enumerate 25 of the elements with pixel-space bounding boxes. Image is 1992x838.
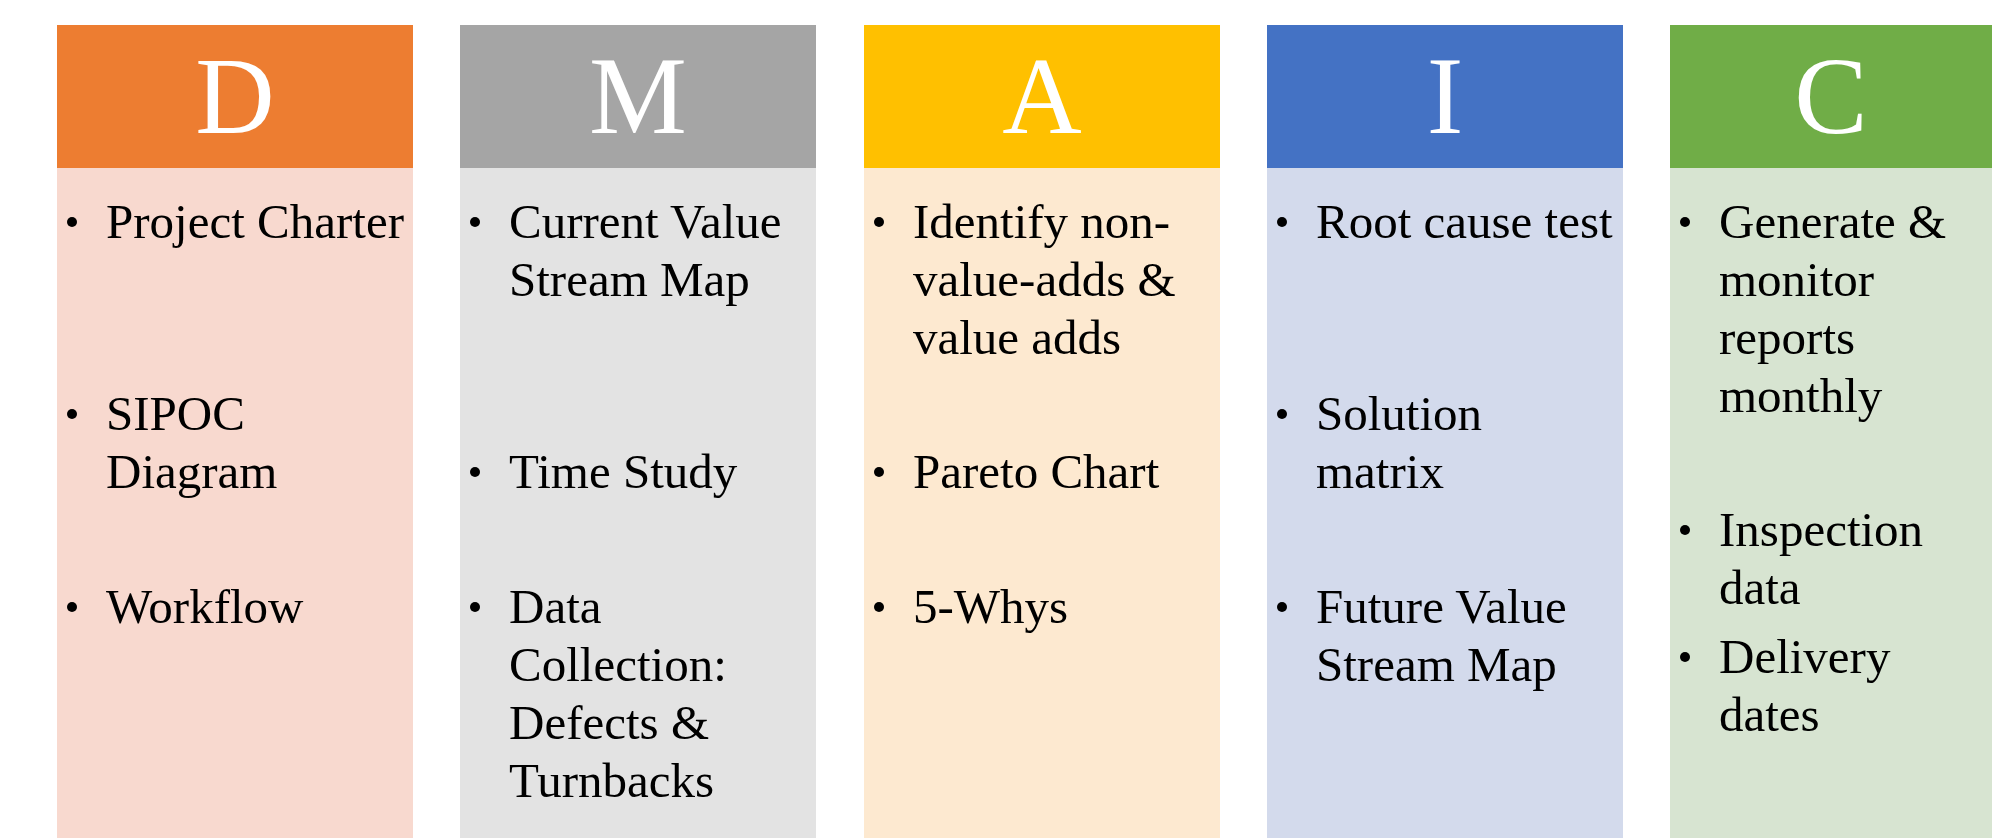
list-item: Current Value Stream Map [509,193,783,309]
phase-header: I [1267,25,1623,168]
list-item: Time Study [509,443,739,501]
list-item: Delivery dates [1719,628,1892,744]
phase-panel [57,168,413,838]
list-item: Identify non-value-adds & value adds [913,193,1177,367]
phase-panel [460,168,816,838]
list-item: Pareto Chart [913,443,1161,501]
phase-header: C [1670,25,1992,168]
list-item: Workflow [106,578,305,636]
list-item: Data Collection: Defects & Turnbacks [509,578,728,810]
list-item: Inspection data [1719,501,1925,617]
list-item: 5-Whys [913,578,1070,636]
list-item: Root cause test [1316,193,1614,251]
list-item: Generate & monitor reports monthly [1719,193,1948,425]
list-item: Future Value Stream Map [1316,578,1568,694]
list-item: SIPOC Diagram [106,385,279,501]
phase-panel [1267,168,1623,838]
phase-header: D [57,25,413,168]
phase-panel [864,168,1220,838]
phase-panel [1670,168,1992,838]
phase-header: M [460,25,816,168]
list-item: Solution matrix [1316,385,1484,501]
list-item: Project Charter [106,193,405,251]
phase-header: A [864,25,1220,168]
